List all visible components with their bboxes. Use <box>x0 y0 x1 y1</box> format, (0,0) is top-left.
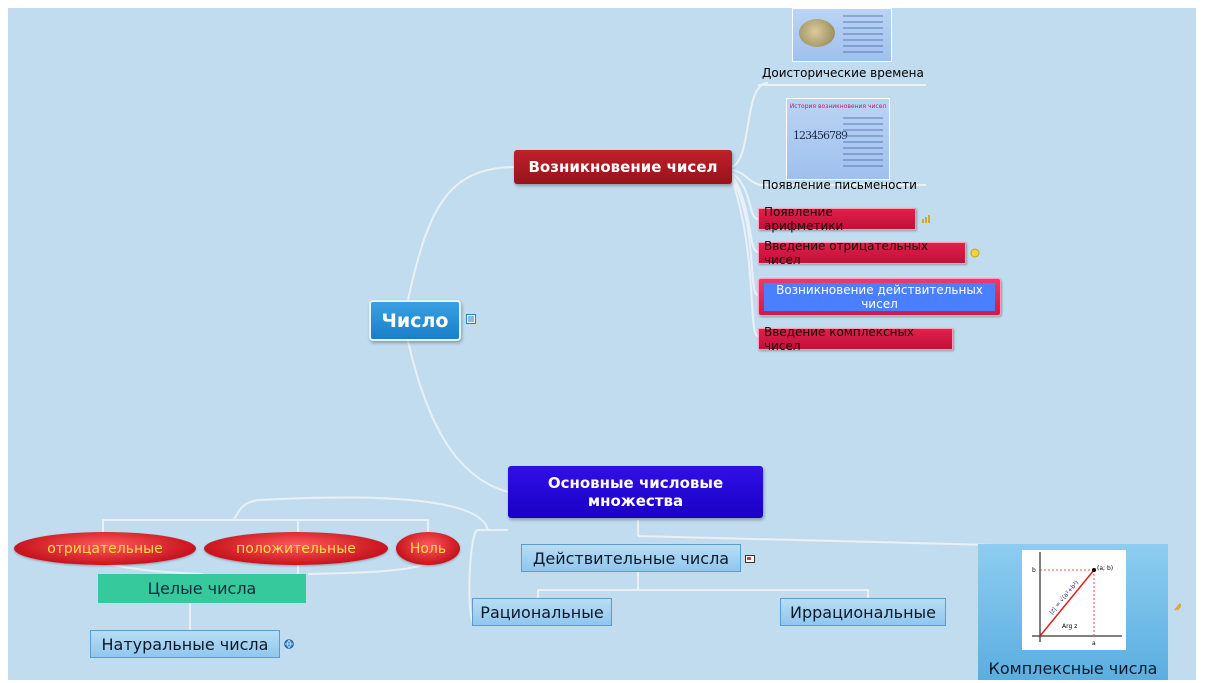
real-numbers-node[interactable]: Действительные числа <box>521 544 741 572</box>
arithmetic-label: Появление арифметики <box>764 205 844 233</box>
integers-label: Целые числа <box>147 579 257 598</box>
rational-node[interactable]: Рациональные <box>472 598 612 626</box>
writing-label[interactable]: Появление письмености <box>762 178 917 192</box>
note-icon[interactable] <box>466 314 476 324</box>
complex-arg-label: Arg z <box>1062 623 1077 630</box>
stone-tablet-image <box>799 19 835 47</box>
mindmap-connectors <box>102 82 1109 630</box>
irrational-label: Иррациональные <box>789 602 937 622</box>
irrational-node[interactable]: Иррациональные <box>780 598 946 626</box>
chart-icon[interactable] <box>921 214 931 224</box>
complex-numbers-origin-label: Введение комплексных чисел <box>764 325 915 353</box>
zero-oval[interactable]: Ноль <box>396 532 460 565</box>
negative-oval-label: отрицательные <box>47 540 163 557</box>
root-node[interactable]: Число <box>369 300 461 341</box>
negative-numbers-node[interactable]: Введение отрицательных чисел <box>758 239 966 267</box>
bulb-icon[interactable] <box>970 248 980 258</box>
branch-sets-node[interactable]: Основные числовые множества <box>508 466 763 518</box>
complex-plane-graph: (a; b) b a Arg z |z| = √(a²+b²) <box>1032 552 1122 647</box>
complex-axis-a-label: a <box>1092 640 1096 647</box>
branch-origin-node[interactable]: Возникновение чисел <box>514 150 732 184</box>
complex-plane-image: (a; b) b a Arg z |z| = √(a²+b²) <box>1022 550 1126 650</box>
branch-sets-label: Основные числовые множества <box>547 474 724 510</box>
rational-label: Рациональные <box>480 602 604 622</box>
branch-origin-label: Возникновение чисел <box>528 158 718 176</box>
writing-thumbnail[interactable]: История возникновения чисел 123456789 <box>786 98 890 180</box>
positive-oval-label: положительные <box>236 540 356 557</box>
writing-thumbnail-digits: 123456789 <box>793 129 848 142</box>
arithmetic-node[interactable]: Появление арифметики <box>758 205 916 233</box>
complex-numbers-label: Комплексные числа <box>988 659 1158 678</box>
zero-oval-label: Ноль <box>409 540 447 557</box>
prehistoric-label[interactable]: Доисторические времена <box>762 66 924 80</box>
negative-oval[interactable]: отрицательные <box>14 532 196 565</box>
positive-oval[interactable]: положительные <box>204 532 388 565</box>
negative-numbers-label: Введение отрицательных чисел <box>764 239 929 267</box>
complex-modulus-label: |z| = √(a²+b²) <box>1048 579 1080 616</box>
complex-numbers-node[interactable]: (a; b) b a Arg z |z| = √(a²+b²) Комплекс… <box>978 544 1168 680</box>
mindmap-canvas: Число Возникновение чисел Доисторические… <box>8 8 1196 680</box>
real-numbers-label: Действительные числа <box>532 548 730 568</box>
complex-point-label: (a; b) <box>1097 565 1113 572</box>
real-numbers-origin-node[interactable]: Возникновение действительных чисел <box>758 278 1001 316</box>
real-numbers-origin-label: Возникновение действительных чисел <box>764 283 995 311</box>
globe-icon[interactable] <box>284 639 294 649</box>
complex-axis-b-label: b <box>1032 567 1036 574</box>
integers-node[interactable]: Целые числа <box>98 574 306 603</box>
attachment-icon[interactable] <box>1172 602 1182 612</box>
prehistoric-thumbnail[interactable] <box>792 8 892 62</box>
complex-numbers-origin-node[interactable]: Введение комплексных чисел <box>758 325 953 353</box>
writing-thumbnail-title: История возникновения чисел <box>789 103 887 110</box>
presentation-icon[interactable] <box>745 554 755 564</box>
naturals-label: Натуральные числа <box>101 634 269 654</box>
naturals-node[interactable]: Натуральные числа <box>90 630 280 658</box>
root-label: Число <box>381 309 449 332</box>
